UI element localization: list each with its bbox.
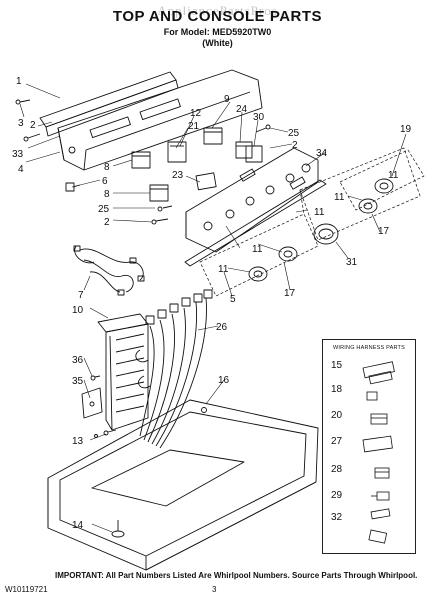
knobs (248, 178, 394, 282)
page-title: TOP AND CONSOLE PARTS (112, 8, 323, 25)
exhaust-duct (97, 313, 149, 431)
callout-10: 10 (72, 305, 84, 316)
page-number: 3 (212, 585, 217, 594)
callout-11a: 11 (388, 170, 399, 181)
watermark: AppliancePartsPros (157, 3, 278, 18)
trim-strip (184, 179, 327, 267)
callout-1: 1 (16, 76, 22, 87)
callout-19: 19 (400, 124, 412, 135)
harness-item-27: 27 (331, 436, 343, 447)
callout-8a: 8 (104, 162, 110, 173)
callout-17b: 17 (284, 288, 296, 299)
console-cap (39, 71, 179, 137)
harness-item-32: 32 (331, 512, 343, 523)
callout-36: 36 (72, 355, 84, 366)
top-cover (47, 399, 319, 571)
switches (65, 127, 263, 202)
footer-note: IMPORTANT: All Part Numbers Listed Are W… (55, 571, 418, 580)
callout-12: 12 (190, 108, 202, 119)
callout-2b: 2 (104, 217, 110, 228)
callout-26: 26 (216, 322, 228, 333)
callout-3: 3 (18, 118, 24, 129)
wiring-harness-parts-box: WIRING HARNESS PARTS 15 18 20 27 28 29 3… (322, 339, 416, 554)
harness-connectors (362, 361, 395, 544)
harness-item-18: 18 (331, 384, 343, 395)
wire-harness-small (73, 245, 145, 296)
callout-21: 21 (188, 121, 200, 132)
callout-6: 6 (102, 176, 108, 187)
harness-item-15: 15 (331, 360, 343, 371)
callout-11b: 11 (334, 192, 345, 203)
callout-33: 33 (12, 149, 24, 160)
callout-35: 35 (72, 376, 84, 387)
callout-14: 14 (72, 520, 84, 531)
callout-11d: 11 (252, 244, 263, 255)
callout-16: 16 (218, 375, 230, 386)
bracket (81, 375, 117, 436)
screws (15, 99, 271, 225)
leveling-foot (111, 520, 125, 538)
callout-5: 5 (230, 294, 236, 305)
callout-9: 9 (224, 94, 230, 105)
color-label: (White) (202, 38, 233, 48)
callout-24: 24 (236, 104, 248, 115)
document-id: W10119721 (5, 585, 48, 594)
callout-2: 2 (30, 120, 36, 131)
callout-11e: 11 (218, 264, 229, 275)
callout-30: 30 (253, 112, 265, 123)
control-panel (185, 147, 319, 253)
leader-lines (19, 83, 407, 533)
callout-11c: 11 (314, 207, 325, 218)
dashed-boxes (199, 147, 425, 297)
callout-7: 7 (78, 290, 84, 301)
callout-31: 31 (346, 257, 358, 268)
callout-25b: 25 (288, 128, 300, 139)
callout-23: 23 (172, 170, 184, 181)
wire-harness-main (135, 289, 213, 449)
callout-13: 13 (72, 436, 84, 447)
callout-2c: 2 (292, 140, 298, 151)
harness-item-28: 28 (331, 464, 343, 475)
callout-25a: 25 (98, 204, 110, 215)
harness-box-title: WIRING HARNESS PARTS (333, 345, 405, 351)
harness-item-29: 29 (331, 490, 343, 501)
callout-4: 4 (18, 164, 24, 175)
callout-34: 34 (316, 148, 328, 159)
model-label: For Model: MED5920TW0 (163, 27, 272, 37)
callout-8b: 8 (104, 189, 110, 200)
harness-item-20: 20 (331, 410, 343, 421)
callout-labels: 1 3 2 33 4 6 8 8 25 2 12 21 9 24 30 25 2… (12, 76, 412, 531)
console-backsplash (57, 69, 263, 171)
callout-17a: 17 (378, 226, 390, 237)
